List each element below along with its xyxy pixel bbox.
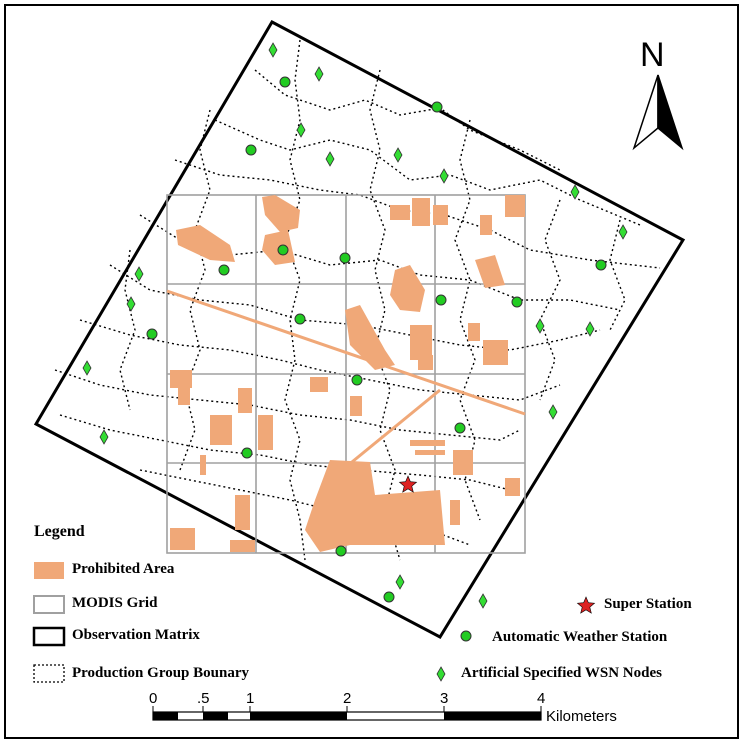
scale-bar bbox=[152, 706, 542, 721]
legend-modis-swatch bbox=[33, 595, 65, 614]
legend-prohibited-label: Prohibited Area bbox=[72, 561, 175, 577]
map-frame bbox=[4, 4, 739, 739]
legend-weather-station-label: Automatic Weather Station bbox=[492, 629, 668, 645]
scale-tick-0: 0 bbox=[149, 690, 158, 707]
legend-wsn-label: Artificial Specified WSN Nodes bbox=[461, 665, 662, 681]
scale-tick-2: 2 bbox=[343, 690, 352, 707]
north-label: N bbox=[640, 36, 665, 74]
wsn-nodes bbox=[82, 42, 628, 609]
scale-tick-3: 3 bbox=[440, 690, 449, 707]
legend-title: Legend bbox=[34, 523, 85, 540]
scale-unit: Kilometers bbox=[546, 708, 617, 725]
scale-tick-4: 4 bbox=[537, 690, 546, 707]
legend-boundary-swatch bbox=[33, 664, 65, 683]
legend-observation-swatch bbox=[32, 626, 66, 647]
legend-star-icon bbox=[576, 596, 596, 614]
weather-stations bbox=[146, 76, 607, 603]
legend-station-icon bbox=[460, 630, 472, 642]
super-station-star bbox=[398, 475, 418, 493]
prohibited-road bbox=[166, 289, 526, 482]
legend-modis-label: MODIS Grid bbox=[72, 595, 158, 611]
prohibited-areas bbox=[170, 195, 525, 552]
legend-boundary-label: Production Group Bounary bbox=[72, 665, 249, 681]
legend-prohibited-swatch bbox=[34, 562, 64, 579]
scale-tick-05: .5 bbox=[197, 690, 210, 707]
legend-wsn-icon bbox=[436, 666, 446, 682]
scale-tick-1: 1 bbox=[246, 690, 255, 707]
north-arrow-icon bbox=[632, 74, 684, 151]
legend-super-station-label: Super Station bbox=[604, 596, 692, 612]
legend-observation-label: Observation Matrix bbox=[72, 627, 200, 643]
observation-matrix bbox=[33, 20, 686, 639]
